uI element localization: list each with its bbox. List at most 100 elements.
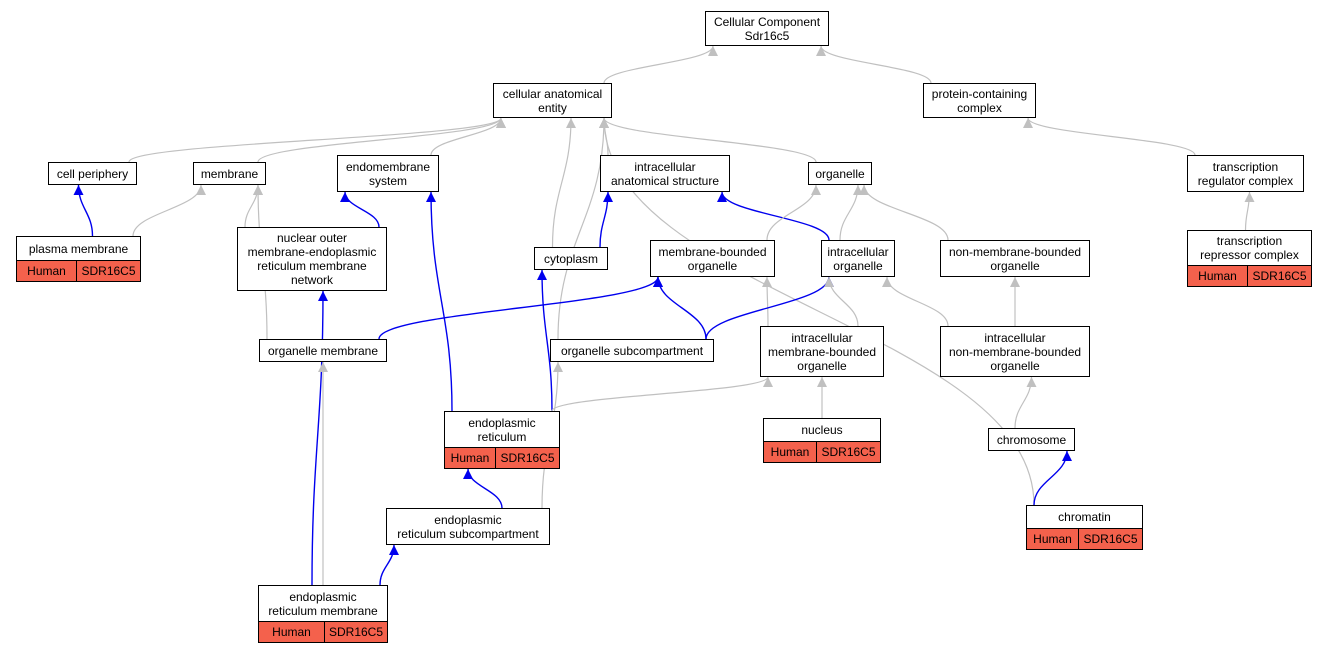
node-label: endomembrane system — [345, 159, 431, 188]
node-intracellular-membrane-bounded-organelle[interactable]: intracellular membrane-bounded organelle — [760, 326, 884, 377]
edge-er-to-imbo — [551, 376, 773, 412]
node-label: nuclear outer membrane-endoplasmic retic… — [247, 231, 377, 287]
node-endoplasmic-reticulum[interactable]: endoplasmic reticulum Human SDR16C5 — [444, 411, 560, 469]
edge-pcc-to-root — [816, 45, 932, 84]
edge-membrane-to-cae — [257, 117, 506, 163]
node-nuclear-outer-membrane-er-network[interactable]: nuclear outer membrane-endoplasmic retic… — [237, 227, 387, 291]
edge-pm-to-cellper — [73, 184, 94, 237]
edge-cytoplasm-to-ias — [599, 191, 613, 248]
node-membrane-bounded-organelle[interactable]: membrane-bounded organelle — [650, 240, 775, 277]
node-non-membrane-bounded-organelle[interactable]: non-membrane-bounded organelle — [940, 240, 1090, 277]
node-plasma-membrane[interactable]: plasma membrane Human SDR16C5 — [16, 236, 141, 282]
node-label: membrane — [200, 166, 259, 181]
node-label: transcription regulator complex — [1197, 159, 1294, 188]
gene-cell: SDR16C5 — [77, 261, 140, 281]
species-cell: Human — [1188, 266, 1248, 286]
annotation-row: Human SDR16C5 — [1027, 528, 1142, 549]
edge-cytoplasm-to-cae — [551, 117, 576, 248]
edge-ersub-to-er — [463, 468, 503, 509]
edge-chromatin-to-chromosome — [1033, 450, 1072, 506]
node-cytoplasm[interactable]: cytoplasm — [534, 247, 608, 270]
node-label: cellular anatomical entity — [502, 86, 603, 115]
node-er-membrane[interactable]: endoplasmic reticulum membrane Human SDR… — [258, 585, 388, 643]
edge-nmbo-to-organelle — [859, 184, 949, 241]
edge-endomem-to-cae — [430, 117, 506, 156]
node-organelle-membrane[interactable]: organelle membrane — [259, 339, 387, 362]
species-cell: Human — [1027, 529, 1079, 549]
node-label: organelle — [815, 166, 865, 181]
node-label: membrane-bounded organelle — [658, 244, 767, 273]
node-organelle[interactable]: organelle — [808, 162, 872, 185]
node-label: endoplasmic reticulum subcompartment — [397, 512, 539, 541]
edge-mbo-to-organelle — [766, 184, 821, 241]
edge-erm-to-nomer — [311, 290, 328, 586]
edge-trc-to-pcc — [1023, 117, 1196, 156]
node-cell-periphery[interactable]: cell periphery — [48, 162, 137, 185]
edge-nomer-to-endomem — [340, 191, 380, 228]
node-membrane[interactable]: membrane — [193, 162, 266, 185]
edge-erm-to-ersub — [379, 544, 399, 586]
edge-chromosome-to-inmbo — [1014, 376, 1037, 429]
gene-cell: SDR16C5 — [1248, 266, 1311, 286]
edge-orgsub-to-cae — [557, 117, 609, 340]
node-intracellular-anatomical-structure[interactable]: intracellular anatomical structure — [600, 155, 730, 192]
node-er-subcompartment[interactable]: endoplasmic reticulum subcompartment — [386, 508, 550, 545]
edge-orgsub-to-io — [705, 276, 834, 340]
node-label: chromatin — [1058, 510, 1111, 524]
node-transcription-repressor-complex[interactable]: transcription repressor complex Human SD… — [1187, 230, 1312, 287]
gene-cell: SDR16C5 — [1079, 529, 1142, 549]
node-label: intracellular membrane-bounded organelle — [767, 330, 877, 373]
node-label: endoplasmic reticulum membrane — [268, 589, 378, 618]
edge-imbo-to-io — [824, 276, 859, 327]
node-label: organelle membrane — [267, 343, 379, 358]
node-label: plasma membrane — [28, 241, 129, 256]
annotation-row: Human SDR16C5 — [1188, 265, 1311, 286]
edge-organelle-to-cae — [599, 117, 817, 163]
gene-cell: SDR16C5 — [325, 622, 387, 642]
gene-cell: SDR16C5 — [496, 448, 559, 468]
node-protein-containing-complex[interactable]: protein-containing complex — [923, 83, 1036, 118]
node-label: organelle subcompartment — [560, 343, 704, 358]
node-nucleus[interactable]: nucleus Human SDR16C5 — [763, 418, 881, 463]
edge-orgsub-to-mbo — [653, 276, 707, 340]
node-label: nucleus — [801, 423, 843, 437]
node-label: protein-containing complex — [931, 86, 1028, 115]
species-cell: Human — [445, 448, 496, 468]
node-label: intracellular non-membrane-bounded organ… — [948, 330, 1082, 373]
species-cell: Human — [764, 442, 817, 462]
edge-pm-to-membrane — [132, 184, 206, 237]
edge-inmbo-to-io — [882, 276, 949, 327]
gene-cell: SDR16C5 — [817, 442, 880, 462]
node-label: Cellular Component Sdr16c5 — [713, 14, 821, 43]
node-label: cytoplasm — [543, 251, 599, 266]
node-label: intracellular organelle — [827, 244, 889, 273]
node-label: cell periphery — [56, 166, 129, 181]
node-organelle-subcompartment[interactable]: organelle subcompartment — [550, 339, 714, 362]
annotation-row: Human SDR16C5 — [764, 441, 880, 462]
node-chromatin[interactable]: chromatin Human SDR16C5 — [1026, 505, 1143, 550]
node-endomembrane-system[interactable]: endomembrane system — [337, 155, 439, 192]
edge-orgmem-to-mbo — [378, 276, 663, 340]
edge-io-to-ias — [717, 191, 830, 241]
edge-imbo-to-mbo — [762, 276, 773, 327]
node-cellular-component[interactable]: Cellular Component Sdr16c5 — [705, 11, 829, 46]
edge-io-to-organelle — [839, 184, 863, 241]
node-chromosome[interactable]: chromosome — [988, 428, 1075, 451]
species-cell: Human — [17, 261, 77, 281]
edge-er-to-endomem — [426, 191, 453, 412]
edge-trepc-to-trc — [1244, 191, 1255, 231]
node-intracellular-organelle[interactable]: intracellular organelle — [821, 240, 895, 277]
annotation-row: Human SDR16C5 — [445, 447, 559, 468]
node-intracellular-non-membrane-bounded-organelle[interactable]: intracellular non-membrane-bounded organ… — [940, 326, 1090, 377]
annotation-row: Human SDR16C5 — [17, 260, 140, 281]
node-cellular-anatomical-entity[interactable]: cellular anatomical entity — [493, 83, 612, 118]
annotation-row: Human SDR16C5 — [259, 621, 387, 642]
node-label: endoplasmic reticulum — [468, 415, 536, 444]
node-transcription-regulator-complex[interactable]: transcription regulator complex — [1187, 155, 1304, 192]
edge-nomer-to-membrane — [244, 184, 263, 228]
node-label: transcription repressor complex — [1200, 234, 1299, 262]
edge-er-to-cytoplasm — [537, 269, 553, 412]
node-label: non-membrane-bounded organelle — [948, 244, 1082, 273]
